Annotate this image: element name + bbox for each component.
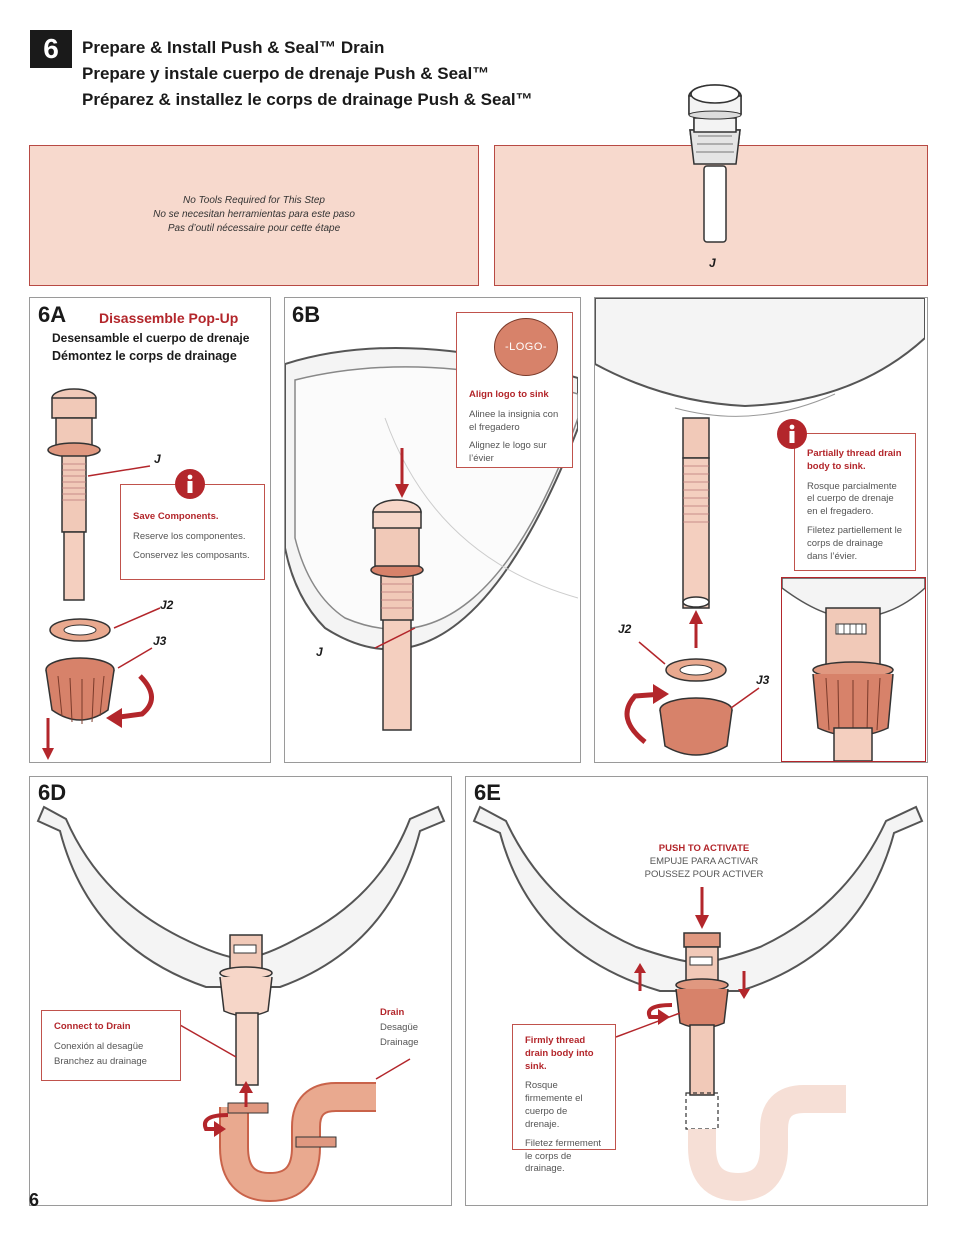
panel-6e-sink-illustration	[472, 805, 924, 1202]
panel-6c-label-j2: J2	[618, 622, 632, 636]
panel-6a-label: 6A	[38, 302, 67, 327]
info-icon	[175, 469, 205, 499]
panel-6c-sink-illustration	[595, 298, 925, 756]
callout-line-fr: Filetez partiellement le corps de draina…	[807, 525, 903, 562]
panel-6c-detail-inset	[781, 577, 926, 762]
panel-6d-callout-connect: Connect to Drain Conexión al desagüe Bra…	[41, 1010, 181, 1081]
tools-note-fr: Pas d’outil nécessaire pour cette étape	[167, 223, 341, 234]
info-icon	[777, 419, 807, 449]
callout-line-fr: Alignez le logo sur l’évier	[469, 440, 547, 465]
panel-6d-label: 6D	[38, 780, 67, 805]
page-number: 6	[29, 1190, 40, 1210]
panel-6a-label-j2: J2	[160, 598, 174, 612]
panel-6a-title-es: Desensamble el cuerpo de drenaje	[52, 331, 250, 345]
parts-label-j: J	[709, 256, 716, 270]
callout-heading: Align logo to sink	[469, 389, 549, 400]
push-label-fr: POUSSEZ POUR ACTIVER	[644, 868, 764, 880]
callout-line-es: Conexión al desagüe	[54, 1040, 144, 1052]
callout-line-es: Reserve los componentes.	[133, 530, 246, 542]
panel-6c-callout-thread: Partially thread drain body to sink. Ros…	[794, 433, 916, 571]
step-title-en: Prepare & Install Push & Seal™ Drain	[82, 38, 385, 57]
logo-badge: -LOGO-	[494, 318, 558, 376]
drain-label-es: Desagüe	[380, 1022, 419, 1034]
callout-heading: Connect to Drain	[54, 1021, 131, 1032]
callout-heading: Partially thread drain body to sink.	[807, 448, 902, 472]
callout-line-fr: Conservez les composants.	[133, 549, 250, 561]
drain-body-illustration-parts	[688, 84, 742, 243]
tools-required-box: No Tools Required for This Step No se ne…	[29, 145, 479, 286]
panel-6b-label-j: J	[316, 645, 323, 659]
callout-line-fr: Filetez fermement le corps de drainage.	[525, 1137, 602, 1175]
callout-line-es: Rosque firmemente el cuerpo de drenaje.	[525, 1080, 583, 1130]
callout-heading: Firmly thread drain body into sink.	[525, 1035, 594, 1072]
tools-note-es: No se necesitan herramientas para este p…	[153, 209, 355, 220]
panel-6c-label-j3: J3	[756, 673, 770, 687]
callout-line-fr: Branchez au drainage	[54, 1055, 147, 1067]
panel-6b-label: 6B	[292, 302, 321, 327]
panel-6a-callout-save: Save Components. Reserve los componentes…	[120, 484, 265, 580]
panel-6a-drain-illustration	[42, 388, 161, 760]
panel-6e-callout-thread: Firmly thread drain body into sink. Rosq…	[512, 1024, 616, 1174]
callout-line-es: Rosque parcialmente el cuerpo de drenaje…	[807, 480, 897, 518]
drain-label-heading: Drain	[380, 1007, 405, 1018]
callout-line-es: Alinee la insignia con el fregadero	[469, 408, 559, 433]
panel-6d-sink-illustration	[36, 805, 446, 1203]
step-title-es: Prepare y instale cuerpo de drenaje Push…	[82, 64, 490, 83]
tools-note-en: No Tools Required for This Step	[183, 195, 325, 206]
push-label-heading: PUSH TO ACTIVATE	[658, 843, 750, 854]
panel-6a-title-en: Disassemble Pop-Up	[99, 310, 239, 326]
step-number-badge: 6	[30, 30, 72, 68]
drain-label-fr: Drainage	[380, 1037, 419, 1049]
detail-drain-illustration	[782, 578, 925, 761]
panel-6a-label-j: J	[154, 452, 161, 466]
push-label-es: EMPUJE PARA ACTIVAR	[649, 855, 759, 867]
step-title-fr: Préparez & installez le corps de drainag…	[82, 90, 533, 109]
panel-6a-label-j3: J3	[153, 634, 167, 648]
panel-6e-push-label: PUSH TO ACTIVATE EMPUJE PARA ACTIVAR POU…	[644, 843, 764, 887]
callout-heading: Save Components.	[133, 511, 219, 522]
panel-6d-drain-label: Drain Desagüe Drainage	[380, 1005, 419, 1051]
panel-6a-title-fr: Démontez le corps de drainage	[52, 349, 237, 363]
panel-6e-label: 6E	[474, 780, 501, 805]
